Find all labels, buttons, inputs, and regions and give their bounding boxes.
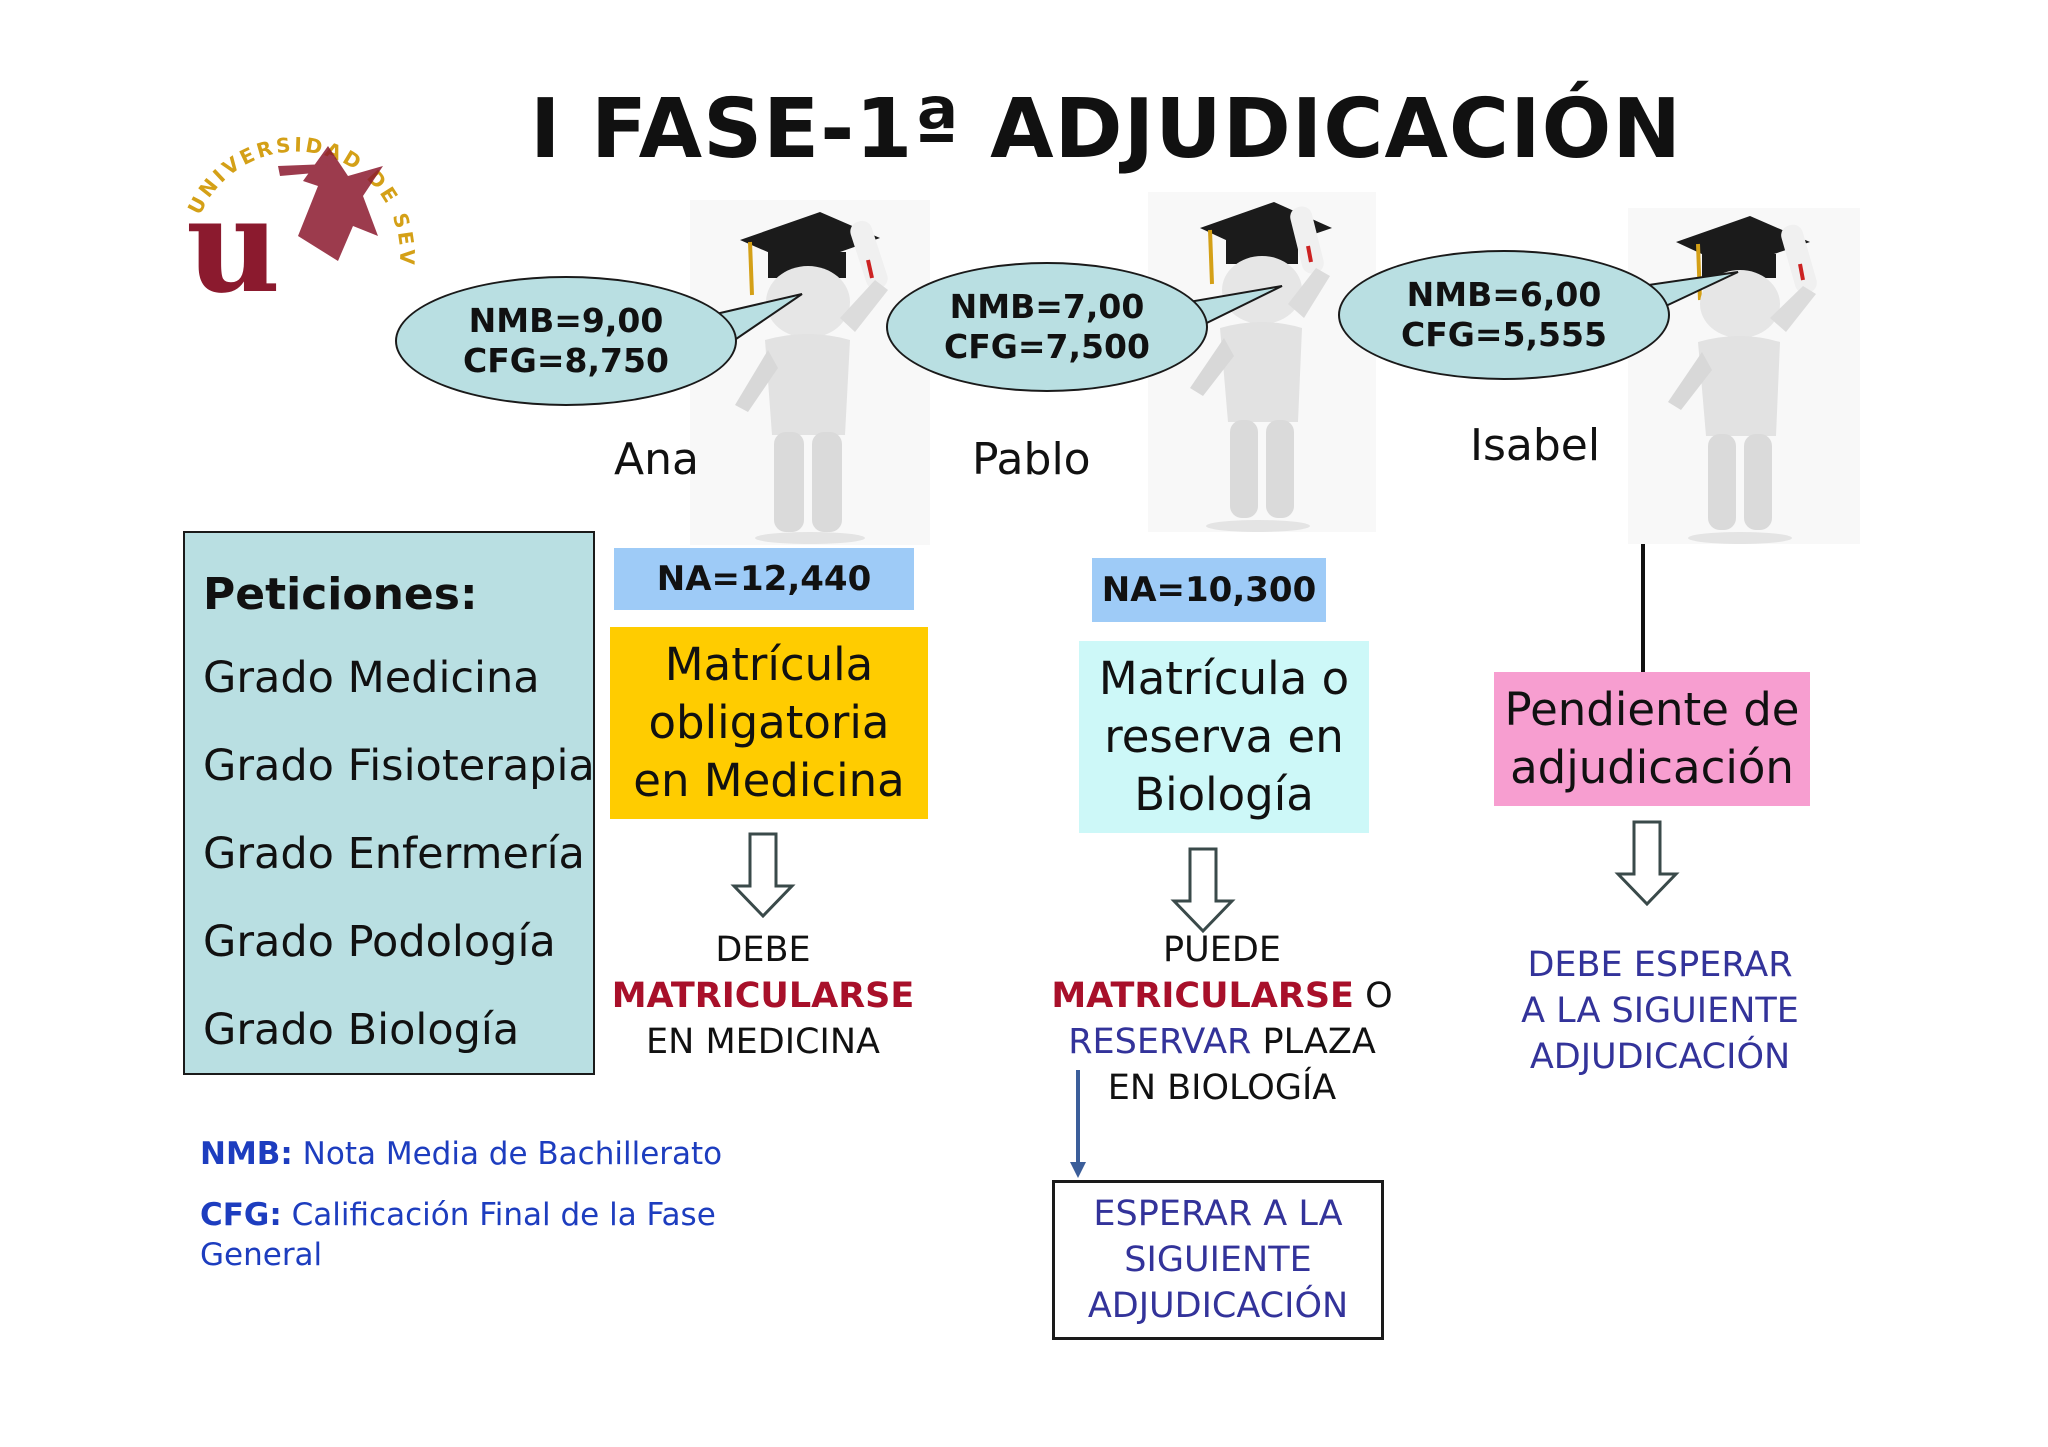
cfg-pablo: CFG=7,500	[944, 327, 1150, 366]
speech-bubble-pablo: NMB=7,00 CFG=7,500	[886, 262, 1208, 392]
legend-text: Calificación Final de la Fase	[281, 1197, 716, 1233]
wait-line: ESPERAR A LA	[1093, 1194, 1343, 1234]
peticion-item: Grado Biología	[203, 1005, 520, 1055]
university-logo: UNIVERSIDAD DE SEVILLA u	[169, 67, 426, 322]
na-label-pablo: NA=10,300	[1092, 558, 1326, 622]
outcome-pablo: PUEDE MATRICULARSE O RESERVAR PLAZA EN B…	[1022, 927, 1422, 1111]
nmb-pablo: NMB=7,00	[949, 287, 1145, 326]
legend-cfg: CFG: Calificación Final de la Fase Gener…	[200, 1195, 716, 1275]
legend-abbr: CFG:	[200, 1197, 282, 1233]
speech-bubble-isabel: NMB=6,00 CFG=5,555	[1338, 250, 1670, 380]
down-arrow-icon	[1614, 820, 1680, 906]
status-line: reserva en	[1104, 710, 1344, 763]
peticion-item: Grado Fisioterapia	[203, 741, 595, 791]
outcome-line-rest: O	[1353, 976, 1393, 1016]
legend-text: Nota Media de Bachillerato	[292, 1136, 723, 1172]
outcome-line: EN MEDICINA	[646, 1022, 880, 1062]
student-name-pablo: Pablo	[972, 434, 1091, 485]
peticion-item: Grado Enfermería	[203, 829, 585, 879]
graduate-figure-isabel-icon	[1628, 208, 1860, 544]
outcome-line: ADJUDICACIÓN	[1529, 1037, 1791, 1077]
outcome-line: PUEDE	[1163, 930, 1281, 970]
status-box-pablo: Matrícula o reserva en Biología	[1079, 641, 1369, 833]
status-box-isabel: Pendiente de adjudicación	[1494, 672, 1810, 806]
status-line: Pendiente de	[1504, 683, 1800, 736]
status-line: Matrícula	[664, 638, 874, 691]
wait-next-allocation-box: ESPERAR A LA SIGUIENTE ADJUDICACIÓN	[1052, 1180, 1384, 1340]
wait-line: SIGUIENTE	[1124, 1240, 1312, 1280]
peticion-item: Grado Medicina	[203, 653, 540, 703]
status-line: obligatoria	[648, 696, 890, 749]
status-line: Biología	[1134, 768, 1314, 821]
outcome-line-rest: PLAZA	[1251, 1022, 1376, 1062]
cfg-isabel: CFG=5,555	[1401, 315, 1607, 354]
page-title: I FASE-1ª ADJUDICACIÓN	[530, 82, 1682, 177]
outcome-line: DEBE ESPERAR	[1527, 945, 1793, 985]
cfg-ana: CFG=8,750	[463, 341, 669, 380]
down-arrow-icon	[730, 832, 796, 918]
outcome-line: DEBE	[715, 930, 811, 970]
nmb-isabel: NMB=6,00	[1406, 275, 1602, 314]
peticion-item: Grado Podología	[203, 917, 556, 967]
outcome-isabel: DEBE ESPERAR A LA SIGUIENTE ADJUDICACIÓN	[1490, 942, 1830, 1080]
outcome-line: A LA SIGUIENTE	[1521, 991, 1799, 1031]
legend-abbr: NMB:	[200, 1136, 293, 1172]
outcome-line: EN BIOLOGÍA	[1107, 1068, 1337, 1108]
wait-line: ADJUDICACIÓN	[1087, 1286, 1349, 1326]
logo-letter: u	[186, 169, 281, 306]
outcome-emphasis: MATRICULARSE	[611, 976, 915, 1016]
graduate-figure-pablo-icon	[1148, 192, 1376, 532]
outcome-emphasis: MATRICULARSE	[1051, 976, 1354, 1016]
outcome-line: MATRICULARSE O	[1022, 973, 1422, 1019]
nmb-ana: NMB=9,00	[468, 301, 664, 340]
legend-nmb: NMB: Nota Media de Bachillerato	[200, 1134, 722, 1174]
university-seal-icon: UNIVERSIDAD DE SEVILLA u	[169, 67, 417, 322]
outcome-ana: DEBE MATRICULARSE EN MEDICINA	[598, 927, 928, 1065]
outcome-line: RESERVAR PLAZA	[1022, 1019, 1422, 1065]
speech-bubble-ana: NMB=9,00 CFG=8,750	[395, 276, 737, 406]
peticiones-title: Peticiones:	[203, 569, 478, 620]
status-line: Matrícula o	[1098, 652, 1350, 705]
alternative-arrow-icon	[1070, 1070, 1086, 1178]
graduate-figure-ana-icon	[690, 200, 930, 545]
down-arrow-icon	[1170, 847, 1236, 933]
peticiones-panel: Peticiones: Grado Medicina Grado Fisiote…	[183, 531, 595, 1075]
status-line: en Medicina	[633, 754, 905, 807]
status-box-ana: Matrícula obligatoria en Medicina	[610, 627, 928, 819]
connector-line	[1641, 544, 1645, 672]
student-name-isabel: Isabel	[1470, 420, 1601, 471]
legend-text: General	[200, 1237, 323, 1273]
na-label-ana: NA=12,440	[614, 548, 914, 610]
student-name-ana: Ana	[614, 434, 699, 485]
outcome-reservar: RESERVAR	[1068, 1022, 1252, 1062]
status-line: adjudicación	[1510, 741, 1794, 794]
